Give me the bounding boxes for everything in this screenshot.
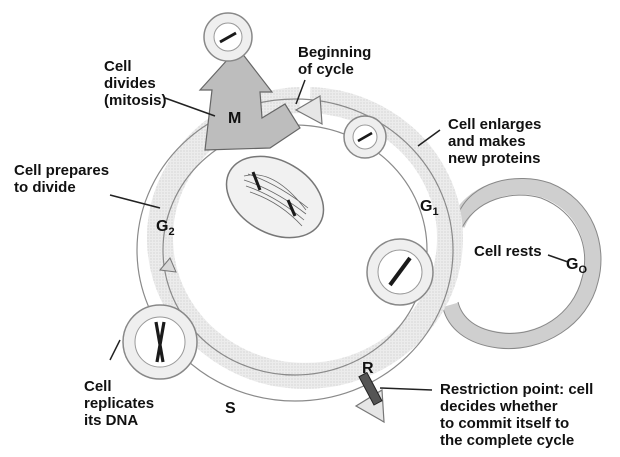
phase-g1: G1: [420, 198, 439, 218]
label-beginning-of-cycle: Beginning of cycle: [298, 44, 371, 78]
label-cell-rests: Cell rests: [474, 243, 542, 260]
phase-s: S: [225, 400, 236, 418]
phase-m: M: [228, 110, 241, 128]
phase-g2-letter: G: [156, 218, 168, 235]
leader-restriction: [380, 388, 432, 390]
leader-divides: [165, 98, 215, 116]
phase-g0: GO: [566, 256, 587, 276]
phase-g0-sub: O: [578, 264, 587, 276]
phase-g1-letter: G: [420, 198, 432, 215]
phase-g2: G2: [156, 218, 175, 238]
phase-r: R: [362, 360, 374, 378]
label-restriction-point: Restriction point: cell decides whether …: [440, 381, 593, 449]
label-cell-divides: Cell divides (mitosis): [104, 58, 167, 109]
dividing-cell: [212, 140, 338, 254]
label-cell-replicates: Cell replicates its DNA: [84, 378, 154, 429]
phase-g1-sub: 1: [432, 206, 438, 218]
leader-rests: [548, 255, 568, 262]
leader-replicates: [110, 340, 120, 360]
label-cell-enlarges: Cell enlarges and makes new proteins: [448, 116, 541, 167]
label-cell-prepares: Cell prepares to divide: [14, 162, 109, 196]
phase-g2-sub: 2: [168, 226, 174, 238]
cycle-ring: [160, 100, 450, 376]
phase-g0-letter: G: [566, 256, 578, 273]
